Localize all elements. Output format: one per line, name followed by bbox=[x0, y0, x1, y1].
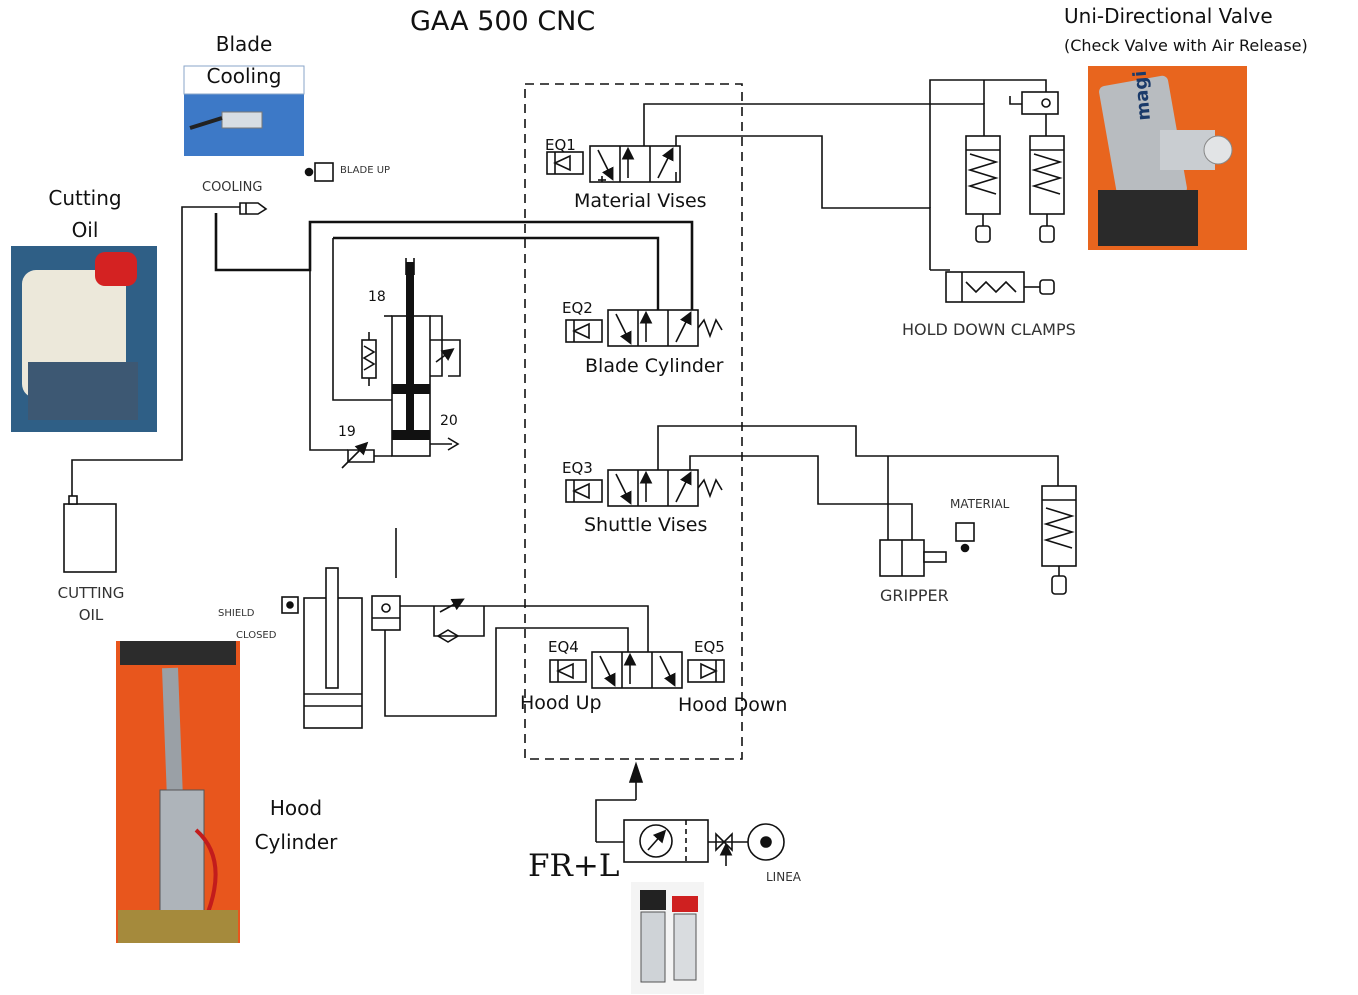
frl-photo bbox=[631, 882, 704, 994]
cooling-label: COOLING bbox=[202, 180, 263, 195]
gripper-label: GRIPPER bbox=[880, 586, 949, 605]
magi-badge: magi bbox=[1130, 70, 1155, 122]
eq2-label: EQ2 bbox=[562, 299, 593, 317]
label-20: 20 bbox=[440, 413, 458, 429]
uni-valve-label-1: Uni-Directional Valve bbox=[1064, 4, 1273, 28]
eq3-label: EQ3 bbox=[562, 459, 593, 477]
blade-up-label: BLADE UP bbox=[340, 165, 391, 176]
blade-cooling-label-2: Cooling bbox=[206, 64, 282, 88]
hood-cylinder-photo bbox=[116, 641, 240, 943]
cutting-oil-tank-label-1: CUTTING bbox=[57, 584, 125, 602]
hood-cylinder-label-2: Cylinder bbox=[254, 830, 338, 854]
cutting-oil-label-2: Oil bbox=[71, 218, 99, 242]
material-vises-label: Material Vises bbox=[574, 190, 707, 212]
eq4-label: EQ4 bbox=[548, 638, 579, 656]
label-19: 19 bbox=[338, 424, 356, 440]
blade-cooling-label-1: Blade bbox=[215, 32, 273, 56]
linea-label: LINEA bbox=[766, 870, 801, 884]
hood-down-label: Hood Down bbox=[678, 694, 788, 716]
hold-down-clamps-label: HOLD DOWN CLAMPS bbox=[902, 320, 1076, 339]
valve-manifold-box bbox=[524, 83, 743, 760]
eq5-label: EQ5 bbox=[694, 638, 725, 656]
label-18: 18 bbox=[368, 289, 386, 305]
uni-valve-label-2: (Check Valve with Air Release) bbox=[1064, 36, 1308, 55]
diagram-title: GAA 500 CNC bbox=[410, 6, 596, 37]
eq1-label: EQ1 bbox=[545, 136, 576, 154]
hood-up-label: Hood Up bbox=[520, 692, 602, 714]
material-label: MATERIAL bbox=[950, 497, 1010, 511]
uni-valve-photo: magi bbox=[1088, 66, 1247, 250]
cutting-oil-photo bbox=[11, 246, 157, 432]
frl-label: FR+L bbox=[528, 848, 620, 884]
blade-cylinder-label: Blade Cylinder bbox=[585, 355, 724, 377]
hood-cylinder-label-1: Hood bbox=[269, 796, 323, 820]
shuttle-vises-label: Shuttle Vises bbox=[584, 514, 708, 536]
cutting-oil-label-1: Cutting bbox=[48, 186, 122, 210]
closed-label: CLOSED bbox=[236, 630, 277, 641]
cutting-oil-tank-label-2: OIL bbox=[78, 606, 104, 624]
blade-cooling-photo bbox=[183, 65, 305, 156]
shield-label: SHIELD bbox=[218, 608, 255, 619]
